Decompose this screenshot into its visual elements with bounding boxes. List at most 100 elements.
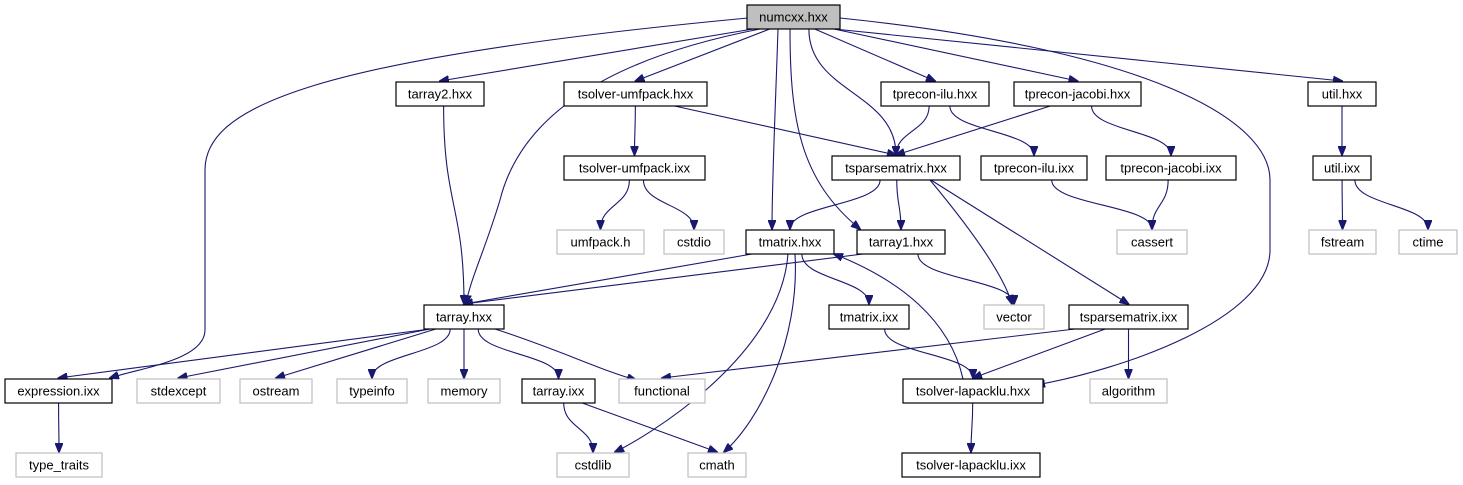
node-tmatrix-hxx[interactable]: tmatrix.hxx: [745, 229, 835, 255]
node-label: tsolver-lapacklu.ixx: [916, 458, 1026, 473]
node-util-hxx[interactable]: util.hxx: [1307, 81, 1377, 107]
node-tsolver-lapacklu-hxx[interactable]: tsolver-lapacklu.hxx: [902, 378, 1044, 404]
node-box: [856, 229, 946, 255]
node-label: ostream: [253, 384, 300, 399]
node-box: [521, 378, 596, 404]
node-stdexcept: stdexcept: [136, 378, 221, 404]
node-tarray-ixx[interactable]: tarray.ixx: [521, 378, 596, 404]
edge-tsolver-lapacklu-hxx-to-tmatrix-hxx: [834, 254, 964, 380]
node-tprecon-jacobi-ixx[interactable]: tprecon-jacobi.ixx: [1105, 155, 1237, 181]
node-tsolver-lapacklu-ixx[interactable]: tsolver-lapacklu.ixx: [901, 452, 1041, 478]
node-tarray1-hxx[interactable]: tarray1.hxx: [856, 229, 946, 255]
node-box: [1307, 81, 1377, 107]
node-box: [746, 4, 841, 30]
node-label: tsolver-umfpack.ixx: [579, 161, 691, 176]
edge-tarray-hxx-to-tarray-ixx: [477, 328, 558, 378]
nodes-layer: numcxx.hxx tarray2.hxx tsolver-umfpack.hxx…: [4, 4, 1458, 478]
edge-tmatrix-hxx-to-tmatrix-ixx: [801, 253, 869, 304]
node-box: [1105, 155, 1237, 181]
node-box: [563, 155, 706, 181]
edge-numcxx-hxx-to-tsparsematrix-hxx: [808, 28, 896, 155]
node-label: functional: [634, 384, 690, 399]
node-box: [1398, 229, 1458, 255]
edge-tsolver-umfpack-ixx-to-cstdio: [642, 179, 694, 229]
node-box: [4, 378, 113, 404]
node-ostream: ostream: [239, 378, 313, 404]
node-box: [1312, 155, 1372, 181]
node-label: vector: [996, 310, 1032, 325]
node-label: tprecon-ilu.hxx: [893, 87, 978, 102]
edge-tsolver-umfpack-ixx-to-umfpack-h: [601, 179, 630, 229]
edge-tmatrix-hxx-to-cmath: [724, 253, 796, 452]
node-tprecon-ilu-ixx[interactable]: tprecon-ilu.ixx: [980, 155, 1088, 181]
node-expression-ixx[interactable]: expression.ixx: [4, 378, 113, 404]
node-tsparsematrix-ixx[interactable]: tsparsematrix.ixx: [1068, 304, 1189, 330]
node-box: [1308, 229, 1377, 255]
node-tmatrix-ixx[interactable]: tmatrix.ixx: [828, 304, 910, 330]
node-tarray-hxx[interactable]: tarray.hxx: [423, 304, 505, 330]
node-label: tarray.ixx: [533, 384, 585, 399]
node-tsolver-umfpack-ixx[interactable]: tsolver-umfpack.ixx: [563, 155, 706, 181]
edge-tarray-hxx-to-ostream: [276, 328, 436, 378]
node-cassert: cassert: [1116, 229, 1188, 255]
node-box: [831, 155, 961, 181]
node-label: fstream: [1321, 235, 1364, 250]
node-fstream: fstream: [1308, 229, 1377, 255]
node-tprecon-ilu-hxx[interactable]: tprecon-ilu.hxx: [880, 81, 990, 107]
node-label: tsparsematrix.ixx: [1080, 310, 1178, 325]
node-label: cassert: [1131, 235, 1173, 250]
edge-tprecon-jacobi-hxx-to-tprecon-jacobi-ixx: [1090, 105, 1171, 155]
node-box: [336, 378, 408, 404]
edge-tarray-hxx-to-stdexcept: [179, 328, 431, 378]
node-tsolver-umfpack-hxx[interactable]: tsolver-umfpack.hxx: [563, 81, 708, 107]
edge-tarray-hxx-to-functional: [494, 328, 636, 380]
node-label: tsolver-umfpack.hxx: [578, 87, 694, 102]
node-label: memory: [441, 384, 488, 399]
node-box: [239, 378, 313, 404]
node-cstdlib: cstdlib: [556, 452, 630, 478]
node-box: [980, 155, 1088, 181]
node-typeinfo: typeinfo: [336, 378, 408, 404]
node-box: [901, 452, 1041, 478]
node-numcxx-hxx[interactable]: numcxx.hxx: [746, 4, 841, 30]
node-label: cmath: [699, 458, 734, 473]
node-box: [745, 229, 835, 255]
node-algorithm: algorithm: [1089, 378, 1168, 404]
edge-tsparsematrix-hxx-to-tarray1-hxx: [896, 179, 901, 229]
node-box: [556, 452, 630, 478]
edges-layer: [59, 17, 1429, 452]
edge-numcxx-hxx-to-tarray1-hxx: [789, 28, 860, 229]
edge-numcxx-hxx-to-tmatrix-hxx: [772, 28, 779, 229]
edge-tarray1-hxx-to-vector: [917, 253, 1014, 304]
edge-numcxx-hxx-to-expression-ixx: [110, 17, 749, 378]
edge-tmatrix-ixx-to-tsolver-lapacklu-hxx: [884, 328, 973, 378]
node-label: typeinfo: [349, 384, 395, 399]
node-util-ixx[interactable]: util.ixx: [1312, 155, 1372, 181]
edge-tmatrix-hxx-to-tarray-hxx: [464, 253, 753, 304]
node-label: tsolver-lapacklu.hxx: [916, 384, 1031, 399]
edge-tmatrix-hxx-to-cstdlib: [615, 253, 789, 452]
edge-tarray1-hxx-to-tarray-hxx: [464, 253, 864, 304]
edge-tsolver-lapacklu-hxx-to-tsolver-lapacklu-ixx: [971, 402, 973, 452]
node-tsparsematrix-hxx[interactable]: tsparsematrix.hxx: [831, 155, 961, 181]
edge-tarray-ixx-to-cmath: [582, 402, 717, 452]
node-umfpack-h: umfpack.h: [556, 229, 645, 255]
node-box: [1013, 81, 1142, 107]
node-cmath: cmath: [687, 452, 747, 478]
node-box: [902, 378, 1044, 404]
edge-tprecon-jacobi-hxx-to-tsparsematrix-hxx: [896, 105, 1051, 155]
edge-tsolver-umfpack-hxx-to-tsolver-umfpack-ixx: [635, 105, 636, 155]
node-label: tarray.hxx: [436, 310, 493, 325]
node-label: algorithm: [1102, 384, 1155, 399]
node-box: [556, 229, 645, 255]
edge-numcxx-hxx-to-tsolver-lapacklu-hxx: [839, 17, 1271, 385]
node-functional: functional: [618, 378, 706, 404]
node-label: tsparsematrix.hxx: [845, 161, 947, 176]
node-tprecon-jacobi-hxx[interactable]: tprecon-jacobi.hxx: [1013, 81, 1142, 107]
node-tarray2-hxx[interactable]: tarray2.hxx: [395, 81, 485, 107]
node-label: util.hxx: [1322, 87, 1363, 102]
node-label: util.ixx: [1324, 161, 1361, 176]
edge-tprecon-ilu-hxx-to-tprecon-ilu-ixx: [949, 105, 1034, 155]
edge-tsparsematrix-ixx-to-tsolver-lapacklu-hxx: [973, 328, 1106, 378]
node-box: [1089, 378, 1168, 404]
